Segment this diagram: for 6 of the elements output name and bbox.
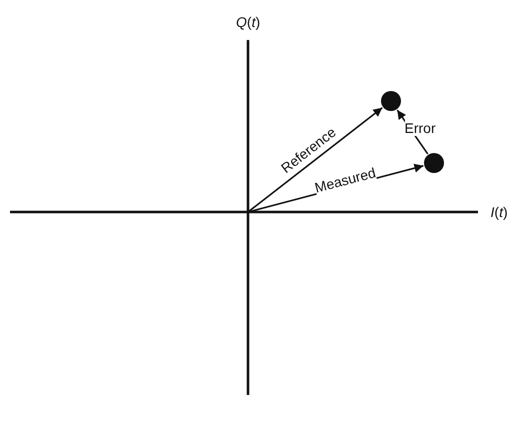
constellation-point xyxy=(381,91,401,111)
axis-label: Q(t) xyxy=(236,14,260,30)
edge-label: Error xyxy=(404,120,436,136)
axis-label: I(t) xyxy=(490,204,508,220)
vector-arrow xyxy=(248,107,383,213)
constellation-point xyxy=(424,153,444,173)
